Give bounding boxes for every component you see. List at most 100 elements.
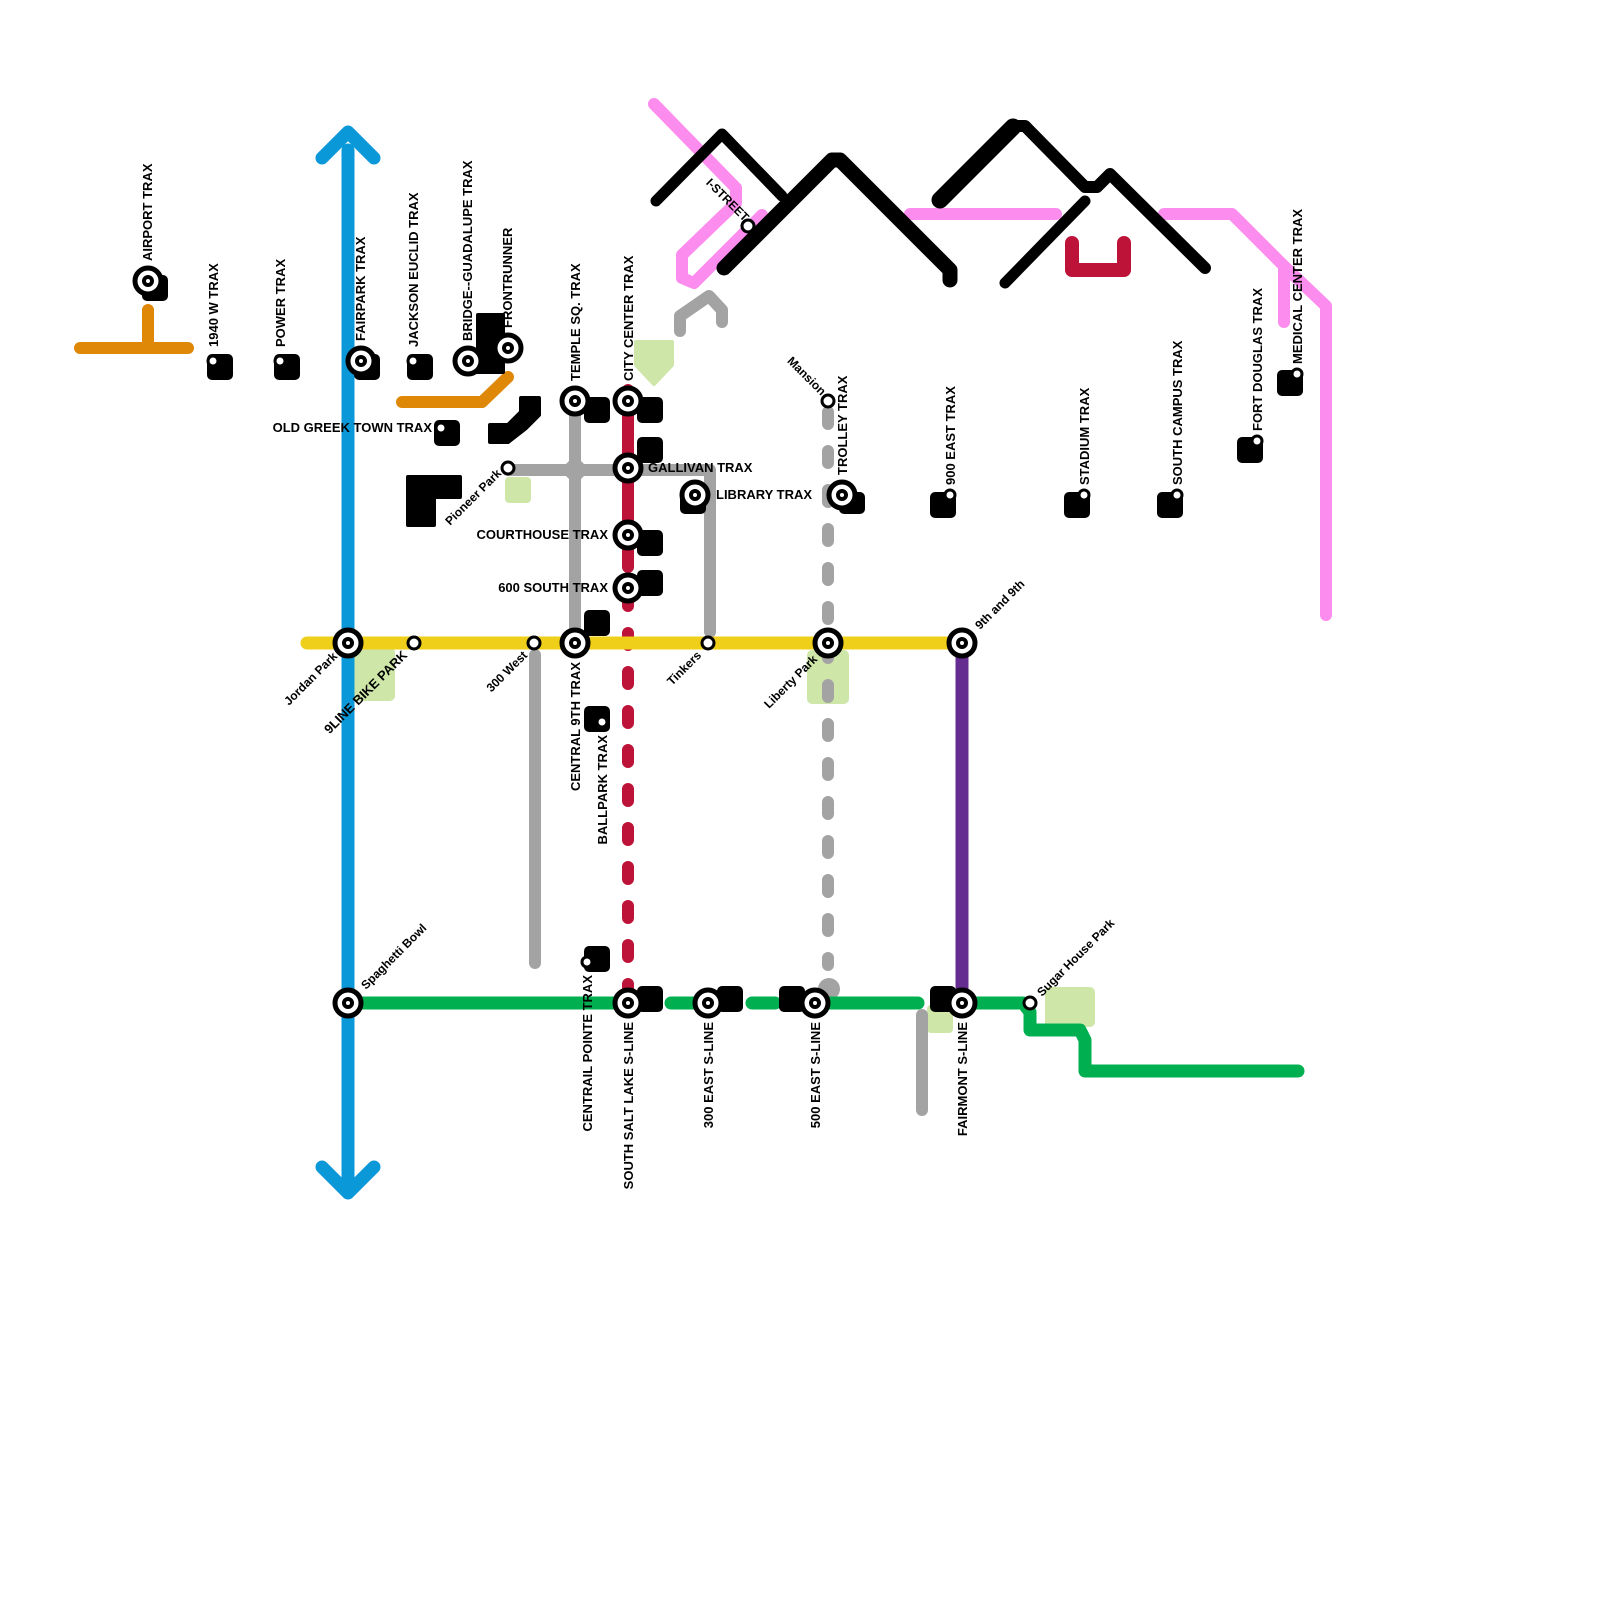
trax-block — [717, 986, 743, 1012]
station-interchange[interactable] — [332, 987, 364, 1019]
park-area-9line — [353, 647, 395, 701]
station-interchange[interactable] — [812, 627, 844, 659]
label-fort-douglas-trax: FORT DOUGLAS TRAX — [1250, 288, 1265, 431]
station-interchange[interactable] — [612, 572, 644, 604]
station-interchange[interactable] — [612, 987, 644, 1019]
label-500-east-sline: 500 EAST S-LINE — [808, 1022, 823, 1129]
label-medical-center-trax: MEDICAL CENTER TRAX — [1290, 209, 1305, 364]
trax-block — [584, 397, 610, 423]
station-stop[interactable] — [700, 635, 716, 651]
label-900-east-trax: 900 EAST TRAX — [943, 386, 958, 485]
station-stop[interactable] — [595, 715, 609, 729]
label-9th-and-9th: 9th and 9th — [972, 577, 1027, 632]
station-stop[interactable] — [1077, 488, 1091, 502]
station-interchange[interactable] — [679, 479, 711, 511]
label-power-trax: POWER TRAX — [273, 259, 288, 347]
label-temple-sq-trax: TEMPLE SQ. TRAX — [568, 263, 583, 381]
label-bridge-guadalupe-trax: BRIDGE--GUADALUPE TRAX — [460, 160, 475, 341]
station-interchange[interactable] — [559, 627, 591, 659]
station-stop[interactable] — [1290, 367, 1304, 381]
trax-block — [779, 986, 805, 1012]
black-line[interactable] — [650, 118, 1211, 289]
label-library-trax: LIBRARY TRAX — [716, 487, 812, 502]
red-line[interactable] — [622, 236, 1131, 996]
trax-block — [637, 570, 663, 596]
trax-block — [637, 986, 663, 1012]
parks — [353, 340, 1095, 1033]
interchange-stations — [132, 265, 978, 1019]
green-line-segment — [933, 996, 1305, 1078]
pink-line-segment — [1278, 260, 1332, 621]
label-courthouse-trax: COURTHOUSE TRAX — [477, 527, 609, 542]
station-interchange[interactable] — [826, 479, 858, 511]
park-area-liberty — [807, 650, 849, 704]
black-line-segment — [931, 118, 1022, 209]
label-central-9th-trax: CENTRAL 9TH TRAX — [568, 662, 583, 791]
station-stop[interactable] — [943, 488, 957, 502]
station-stop[interactable] — [206, 354, 220, 368]
blue-line-south-arrow — [315, 1160, 381, 1200]
label-300-east-sline: 300 EAST S-LINE — [701, 1022, 716, 1129]
label-jackson-euclid-trax: JACKSON EUCLID TRAX — [406, 192, 421, 347]
label-300-west: 300 West — [484, 648, 531, 695]
station-stop[interactable] — [500, 460, 516, 476]
label-1940w-trax: 1940 W TRAX — [206, 263, 221, 347]
trax-block — [637, 437, 663, 463]
station-interchange[interactable] — [946, 627, 978, 659]
label-city-center-trax: CITY CENTER TRAX — [621, 255, 636, 381]
label-tinkers: Tinkers — [664, 648, 704, 688]
simple-stations — [206, 218, 1304, 1011]
label-old-greek-town-trax: OLD GREEK TOWN TRAX — [273, 420, 433, 435]
station-interchange[interactable] — [132, 265, 164, 297]
label-sugar-house-park: Sugar House Park — [1034, 916, 1117, 999]
label-ballpark-trax: BALLPARK TRAX — [595, 735, 610, 845]
park-area-north — [634, 340, 674, 386]
station-interchange[interactable] — [612, 452, 644, 484]
label-fairmont-sline: FAIRMONT S-LINE — [955, 1022, 970, 1136]
label-airport-trax: AIRPORT TRAX — [140, 163, 155, 261]
label-south-campus-trax: SOUTH CAMPUS TRAX — [1170, 340, 1185, 485]
black-line-segment — [650, 128, 788, 207]
pink-line-segment — [1158, 208, 1290, 328]
blue-line-north-arrow — [315, 125, 381, 165]
label-frontrunner: FRONTRUNNER — [500, 227, 515, 328]
label-600-south-trax: 600 SOUTH TRAX — [498, 580, 608, 595]
station-interchange[interactable] — [612, 385, 644, 417]
station-stop[interactable] — [1170, 488, 1184, 502]
orange-line[interactable] — [74, 304, 514, 408]
station-interchange[interactable] — [332, 627, 364, 659]
station-stop[interactable] — [820, 393, 836, 409]
station-interchange[interactable] — [345, 345, 377, 377]
label-jordan-park: Jordan Park — [281, 649, 340, 708]
station-interchange[interactable] — [612, 519, 644, 551]
station-interchange[interactable] — [559, 385, 591, 417]
station-interchange[interactable] — [692, 987, 724, 1019]
station-interchange[interactable] — [946, 987, 978, 1019]
station-interchange[interactable] — [799, 987, 831, 1019]
station-interchange[interactable] — [492, 332, 524, 364]
label-south-salt-lake-sline: SOUTH SALT LAKE S-LINE — [621, 1022, 636, 1190]
label-spaghetti-bowl: Spaghetti Bowl — [358, 921, 429, 992]
station-stop[interactable] — [273, 354, 287, 368]
pink-line[interactable] — [648, 98, 1332, 621]
trax-block — [584, 610, 610, 636]
trax-block — [488, 396, 541, 444]
station-stop[interactable] — [406, 635, 422, 651]
label-trolley-trax: TROLLEY TRAX — [835, 375, 850, 475]
black-line-segment — [716, 152, 958, 288]
station-stop[interactable] — [740, 218, 756, 234]
gray-junction — [560, 455, 590, 485]
station-stop[interactable] — [434, 421, 448, 435]
trax-block — [406, 475, 462, 527]
station-stop[interactable] — [1250, 434, 1264, 448]
station-interchange[interactable] — [452, 345, 484, 377]
label-stadium-trax: STADIUM TRAX — [1077, 387, 1092, 485]
station-stop[interactable] — [580, 955, 594, 969]
station-stop[interactable] — [526, 635, 542, 651]
label-mansion: Mansion — [784, 354, 828, 398]
trax-block — [637, 397, 663, 423]
red-line-north-stub — [1065, 236, 1131, 277]
station-stop[interactable] — [1022, 995, 1038, 1011]
station-stop[interactable] — [406, 354, 420, 368]
